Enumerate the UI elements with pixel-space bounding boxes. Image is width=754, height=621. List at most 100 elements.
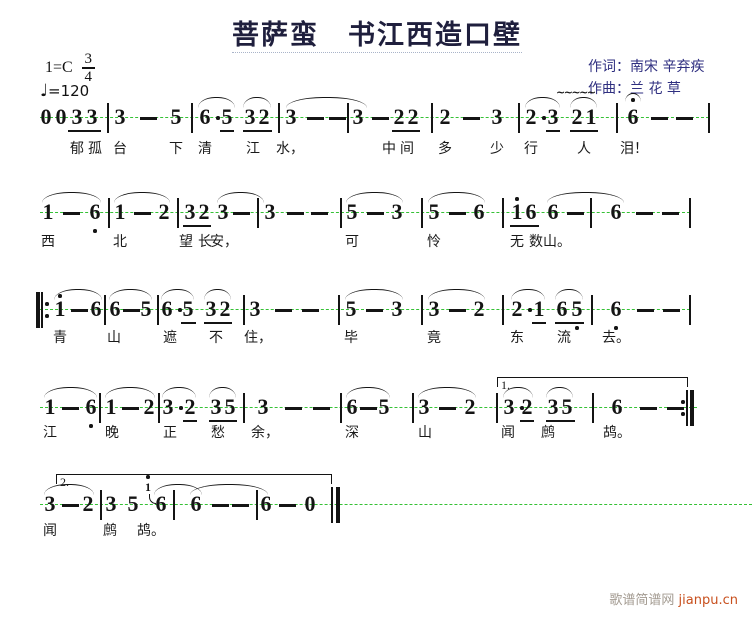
note-digit: 3 xyxy=(210,394,222,419)
lyric-syllable: 安， xyxy=(210,234,238,250)
note-digit: 2 xyxy=(571,104,583,129)
note-digit: 5 xyxy=(182,296,194,321)
note-digit: 2 xyxy=(82,491,94,516)
lyric-syllable: 清 xyxy=(198,141,212,157)
barline xyxy=(243,295,245,325)
lyric-syllable: 遮 xyxy=(163,330,177,346)
note-digit: 6 xyxy=(90,296,102,321)
lyric-syllable: 余， xyxy=(251,425,279,441)
note-digit: 3 xyxy=(71,104,83,129)
lyric-syllable: 多 xyxy=(438,141,452,157)
note-digit: 2 xyxy=(158,199,170,224)
lyric-syllable: 流 xyxy=(557,330,571,346)
eighth-note-underline xyxy=(510,225,539,227)
barline xyxy=(104,295,106,325)
slur xyxy=(162,387,196,398)
held-beat-dash xyxy=(372,117,389,120)
note-digit: 6 xyxy=(190,491,202,516)
volta-label: 2. xyxy=(60,475,69,489)
augmentation-dot xyxy=(542,116,546,120)
volta-label: 1. xyxy=(501,378,510,392)
watermark-site-name: 歌谱简谱网 xyxy=(609,593,679,608)
octave-dot-below xyxy=(89,424,93,428)
note-digit: 5 xyxy=(345,296,357,321)
note-digit: 3 xyxy=(391,296,403,321)
note-digit: 3 xyxy=(418,394,430,419)
octave-dot-above xyxy=(146,475,150,479)
eighth-note-underline xyxy=(570,130,598,132)
eighth-note-underline xyxy=(220,130,234,132)
barline xyxy=(518,103,520,133)
lyric-syllable: 鹧 xyxy=(541,425,555,441)
held-beat-dash xyxy=(662,212,679,215)
barline xyxy=(591,295,593,325)
held-beat-dash xyxy=(63,212,80,215)
note-digit: 6 xyxy=(85,394,97,419)
slur xyxy=(204,289,231,300)
note-digit: 1 xyxy=(511,199,523,224)
held-beat-dash xyxy=(62,407,79,410)
note-digit: 5 xyxy=(571,296,583,321)
note-digit: 6 xyxy=(547,199,559,224)
repeat-start-thick-bar xyxy=(36,292,40,328)
note-digit: 3 xyxy=(285,104,297,129)
volta-bracket xyxy=(497,377,688,387)
composer-credit: 作曲：兰 花 草 xyxy=(588,81,681,97)
slur xyxy=(42,192,101,203)
barline xyxy=(708,103,710,133)
barline xyxy=(689,198,691,228)
barline xyxy=(421,198,423,228)
barline xyxy=(421,295,423,325)
slur xyxy=(428,289,485,300)
repeat-start-thin-bar xyxy=(41,292,43,328)
fermata-arc xyxy=(625,93,641,102)
slur xyxy=(54,289,102,300)
note-digit: 5 xyxy=(378,394,390,419)
note-digit: 1 xyxy=(44,394,56,419)
staff-guide-line xyxy=(40,212,690,213)
note-digit: 3 xyxy=(114,104,126,129)
augmentation-dot xyxy=(520,406,524,410)
repeat-end-thick-bar xyxy=(690,390,694,426)
slur xyxy=(198,97,235,108)
staff-guide-line xyxy=(40,309,690,310)
note-digit: 5 xyxy=(221,104,233,129)
held-beat-dash xyxy=(140,117,157,120)
barline xyxy=(256,490,258,520)
held-beat-dash xyxy=(232,504,249,507)
note-digit: 6 xyxy=(610,199,622,224)
barline xyxy=(502,295,504,325)
lyric-syllable: 可 xyxy=(345,234,359,250)
song-title: 菩萨蛮 书江西造口壁 xyxy=(232,20,522,53)
augmentation-dot xyxy=(179,406,183,410)
lyric-syllable: 去。 xyxy=(602,330,630,346)
lyric-syllable: 望 xyxy=(179,234,193,250)
note-digit: 1 xyxy=(105,394,117,419)
slur xyxy=(511,289,545,300)
barline xyxy=(243,393,245,423)
octave-dot-below xyxy=(614,326,618,330)
lyric-syllable: 愁 xyxy=(211,425,225,441)
note-digit: 0 xyxy=(304,491,316,516)
eighth-note-underline xyxy=(520,420,534,422)
note-digit: 3 xyxy=(184,199,196,224)
slur xyxy=(44,484,94,495)
note-digit: 2 xyxy=(393,104,405,129)
lyric-syllable: 毕 xyxy=(344,330,358,346)
key-label: 1=C xyxy=(45,58,73,76)
note-digit: 3 xyxy=(547,394,559,419)
lyric-syllable: 竟 xyxy=(427,330,441,346)
lyric-syllable: 怜 xyxy=(427,234,441,250)
barline xyxy=(257,198,259,228)
lyric-syllable: 鹧 xyxy=(103,523,117,539)
lyric-syllable: 少 xyxy=(490,141,504,157)
lyric-syllable: 鸪。 xyxy=(137,523,165,539)
grace-note: 1 xyxy=(145,480,151,494)
barline xyxy=(173,490,175,520)
eighth-note-underline xyxy=(68,130,101,132)
lyric-syllable: 东 xyxy=(510,330,524,346)
held-beat-dash xyxy=(366,309,383,312)
fermata-dot xyxy=(631,98,635,102)
slur xyxy=(114,192,170,203)
